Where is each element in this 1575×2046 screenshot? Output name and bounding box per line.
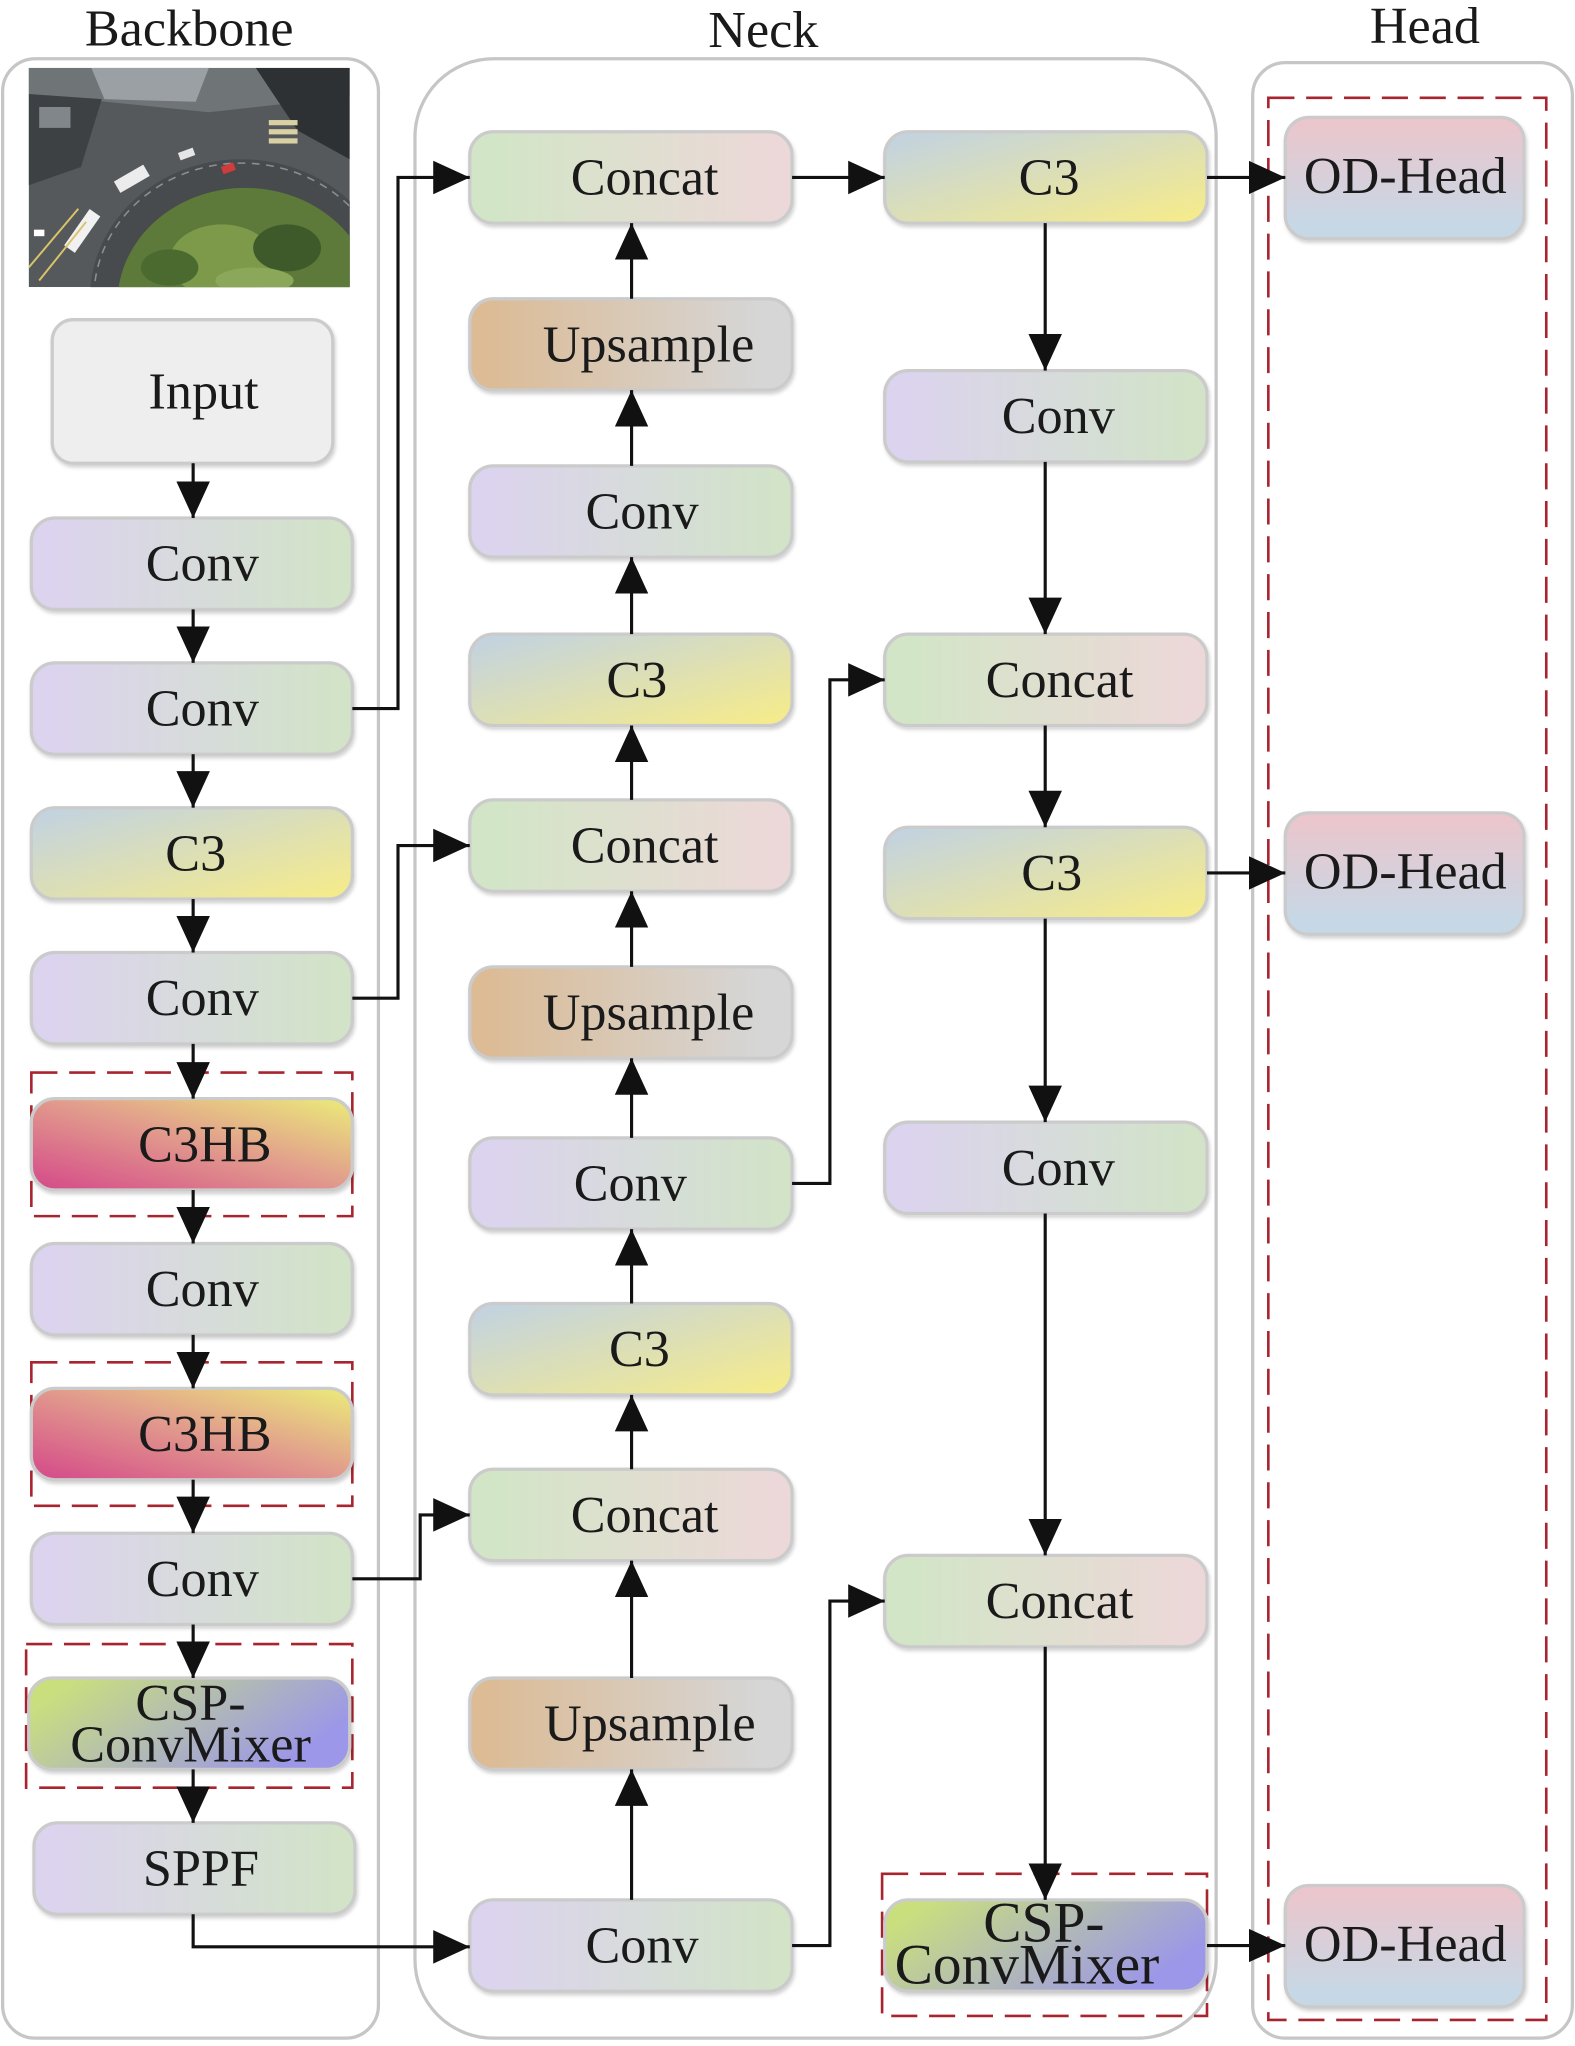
block-label-line-2: ConvMixer <box>70 1716 311 1774</box>
neck-concat-block-2: Concat <box>468 798 794 893</box>
neck-csp-convmixer-block: CSP- ConvMixer <box>883 1892 1209 1996</box>
backbone-conv-block-1: Conv <box>29 516 354 611</box>
arrow-backbone-conv-to-neck-concat-1 <box>352 160 470 711</box>
block-label: Conv <box>146 1260 260 1318</box>
neck-conv-block-3: Conv <box>468 1898 794 1993</box>
block-label: C3HB <box>138 1405 271 1463</box>
neck-concat-block-1: Concat <box>468 130 794 225</box>
block-shape <box>27 1676 352 1772</box>
block-label: Upsample <box>543 315 755 373</box>
block-label-line-1: CSP- <box>983 1892 1104 1955</box>
block-label: Conv <box>1002 387 1116 445</box>
neck-c3-block-2: C3 <box>468 1301 794 1397</box>
neck-concat-block-5: Concat <box>883 1553 1209 1649</box>
block-label-line-2: ConvMixer <box>895 1933 1160 1996</box>
od-head-block-2: OD-Head <box>1283 811 1526 936</box>
block-label: C3HB <box>138 1115 271 1173</box>
neck-c3-block-4: C3 <box>883 825 1209 921</box>
block-label: Concat <box>571 148 719 206</box>
arrow-neck-conv-to-concat-2 <box>792 1584 885 1948</box>
backbone-conv-block-5: Conv <box>29 1531 354 1627</box>
neck-panel <box>413 57 1218 2040</box>
block-label: Conv <box>146 1550 260 1608</box>
backbone-panel <box>1 57 381 2040</box>
od-head-block-1: OD-Head <box>1283 115 1526 241</box>
block-label: Conv <box>146 969 260 1027</box>
block-label: Conv <box>146 535 260 593</box>
backbone-c3hb-block-2: C3HB <box>29 1386 354 1482</box>
neck-c3-block-3: C3 <box>883 130 1209 225</box>
block-label: OD-Head <box>1304 1915 1507 1973</box>
head-arrows <box>1207 160 1286 1963</box>
neck-c3-block-1: C3 <box>468 632 794 728</box>
backbone-conv-block-2: Conv <box>29 661 354 756</box>
block-label: Upsample <box>544 1695 756 1753</box>
arrow-neck-conv-to-concat <box>792 663 885 1186</box>
arrow-sppf-to-neck-conv <box>191 1914 470 1964</box>
block-label: SPPF <box>143 1840 259 1898</box>
block-label: Concat <box>571 817 719 875</box>
head-title: Head <box>1370 0 1480 55</box>
block-label: Conv <box>146 679 260 737</box>
neck-conv-block-2: Conv <box>468 1136 794 1231</box>
neck-conv-block-5: Conv <box>883 1120 1209 1216</box>
head-panel <box>1251 61 1574 2040</box>
block-label: Conv <box>1002 1139 1116 1197</box>
block-label: Input <box>148 362 259 420</box>
block-label: C3 <box>1019 148 1080 206</box>
backbone-input-block: Input <box>50 318 335 465</box>
neck-upsample-block-2: Upsample <box>468 965 794 1060</box>
neck-upsample-block-1: Upsample <box>468 297 794 392</box>
block-label: C3 <box>606 651 667 709</box>
arrow-backbone-conv-to-neck-concat-2 <box>352 828 470 1000</box>
neck-concat-block-4: Concat <box>883 632 1209 728</box>
skip-connection-arrows <box>191 160 885 1964</box>
block-label: C3 <box>1021 844 1082 902</box>
backbone-c3hb-block-1: C3HB <box>29 1097 354 1192</box>
block-label: Conv <box>585 1916 699 1974</box>
block-label: OD-Head <box>1304 843 1507 901</box>
backbone-conv-block-3: Conv <box>29 950 354 1046</box>
block-label: OD-Head <box>1304 147 1507 205</box>
backbone-sppf-block: SPPF <box>32 1821 357 1916</box>
block-label: Concat <box>571 1486 719 1544</box>
neck-conv-block-4: Conv <box>883 368 1209 464</box>
neck-concat-block-3: Concat <box>468 1467 794 1563</box>
backbone-csp-convmixer-block: CSP- ConvMixer <box>27 1674 352 1774</box>
neck-title: Neck <box>708 1 819 59</box>
block-label: C3 <box>609 1320 670 1378</box>
arrow-backbone-conv-to-neck-concat-3 <box>352 1498 470 1581</box>
block-label: Concat <box>986 651 1134 709</box>
block-label: C3 <box>165 824 226 882</box>
backbone-c3-block: C3 <box>29 806 354 901</box>
highlight-box-head <box>1267 96 1548 2022</box>
neck-upsample-block-3: Upsample <box>468 1676 794 1772</box>
backbone-conv-block-4: Conv <box>29 1241 354 1337</box>
block-label: Conv <box>574 1154 688 1212</box>
block-label: Upsample <box>543 984 755 1042</box>
backbone-title: Backbone <box>85 0 294 58</box>
block-label: Conv <box>585 482 699 540</box>
block-label-line-1: CSP- <box>135 1674 245 1732</box>
neck-conv-block-1: Conv <box>468 464 794 559</box>
block-label: Concat <box>986 1572 1134 1630</box>
input-aerial-image <box>28 67 350 288</box>
od-head-block-3: OD-Head <box>1283 1883 1526 2009</box>
